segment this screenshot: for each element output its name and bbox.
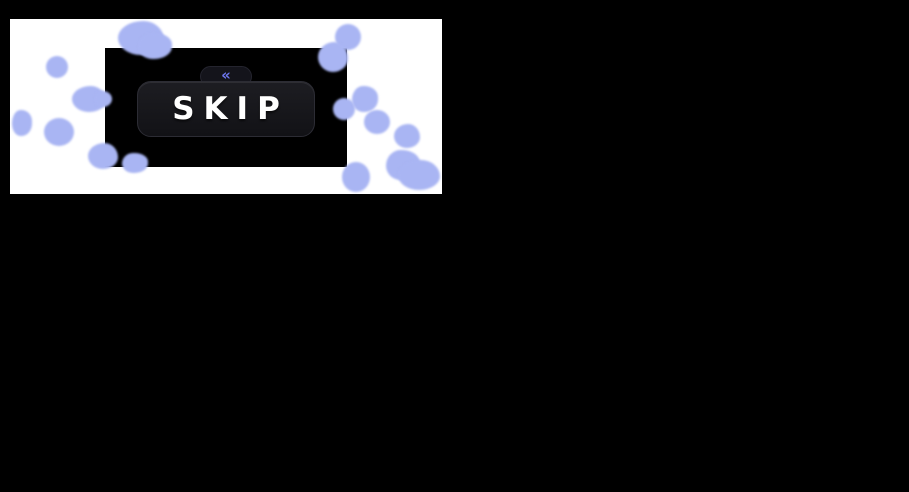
paint-blob: [398, 160, 440, 190]
paint-blob: [335, 24, 361, 50]
skip-button[interactable]: SKIP: [137, 81, 315, 137]
paint-blob: [386, 150, 420, 180]
paint-blob: [44, 118, 74, 146]
double-chevron-left-icon: «: [221, 66, 231, 84]
paint-blob: [12, 110, 32, 136]
paint-blob: [364, 110, 390, 134]
ad-panel: « SKIP: [10, 19, 442, 194]
paint-blob: [394, 124, 420, 148]
paint-blob: [352, 86, 378, 112]
paint-blob: [72, 86, 106, 112]
paint-blob: [46, 56, 68, 78]
skip-overlay: « SKIP: [105, 48, 347, 167]
skip-button-label: SKIP: [172, 91, 289, 127]
